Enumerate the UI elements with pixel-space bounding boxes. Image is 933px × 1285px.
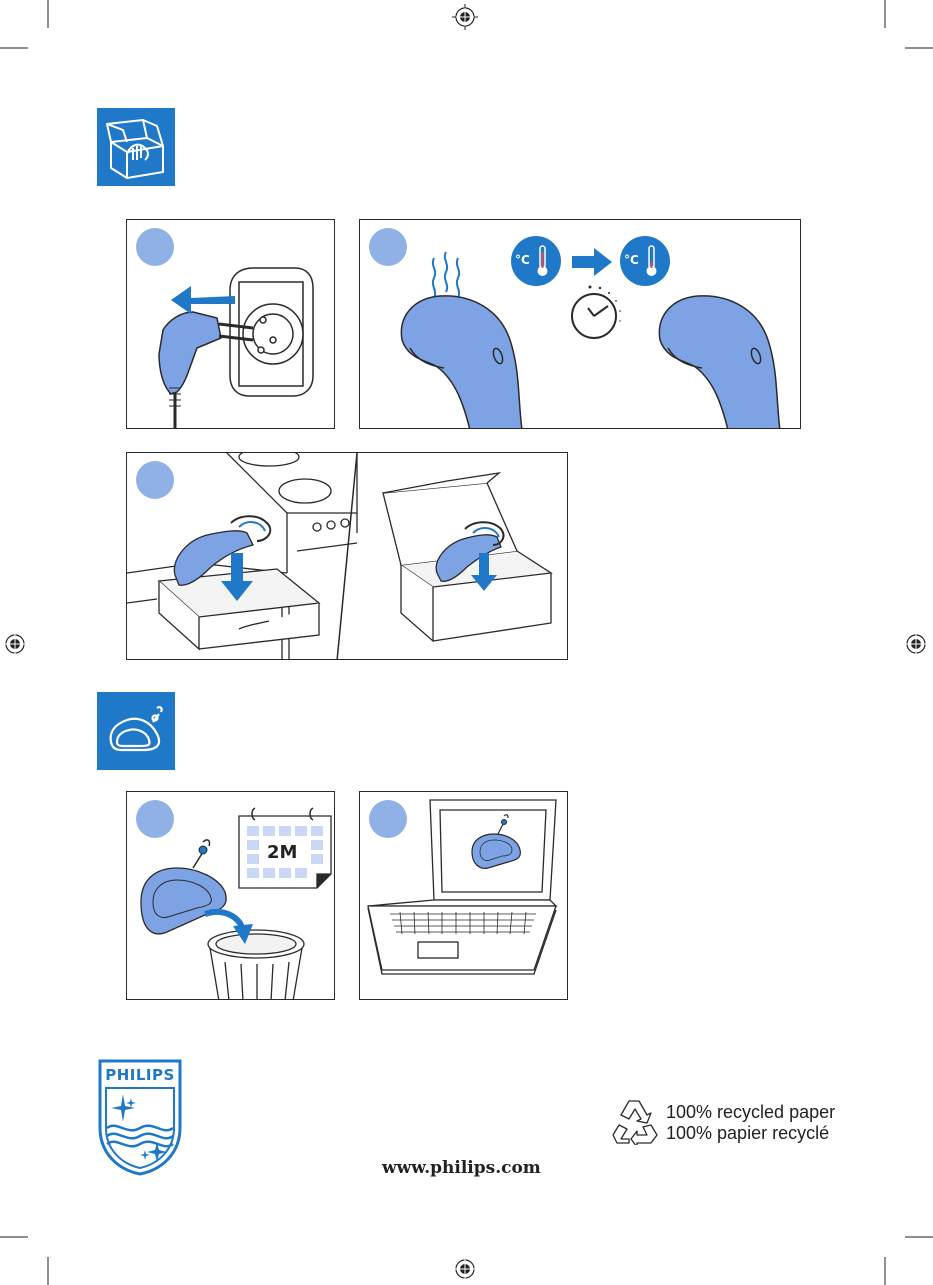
recycled-paper-en: 100% recycled paper [666, 1102, 835, 1123]
calendar-label: 2M [267, 842, 297, 863]
storage-section-icon [97, 108, 175, 186]
replace-pad-illustration [127, 792, 335, 1000]
recycled-paper-fr: 100% papier recyclé [666, 1123, 835, 1144]
accessory-pad-icon [97, 692, 175, 770]
recycled-paper-text: 100% recycled paper 100% papier recyclé [666, 1102, 835, 1144]
cool-down-illustration [360, 220, 801, 429]
step-panel-order-online [359, 791, 568, 1000]
accessory-section-icon [97, 692, 175, 770]
crosshair-registration-icon [903, 631, 929, 657]
store-illustration [127, 453, 568, 660]
brand-wordmark: PHILIPS [97, 1066, 183, 1084]
philips-logo: PHILIPS [97, 1058, 183, 1176]
crosshair-registration-icon [452, 4, 478, 30]
recycle-icon [609, 1097, 661, 1145]
temp-unit-cool: °C [624, 253, 639, 267]
step-panel-unplug [126, 219, 335, 429]
step-panel-store [126, 452, 568, 660]
step-number-dot [136, 461, 174, 499]
unplug-illustration [127, 220, 335, 429]
step-panel-replace-pad: 2M [126, 791, 335, 1000]
laptop-illustration [360, 792, 568, 1000]
temp-unit-hot: °C [515, 253, 530, 267]
crosshair-registration-icon [452, 1256, 478, 1282]
website-url[interactable]: www.philips.com [382, 1158, 541, 1178]
crosshair-registration-icon [2, 631, 28, 657]
storage-box-icon [97, 108, 175, 186]
step-panel-cool-down: °C °C [359, 219, 801, 429]
